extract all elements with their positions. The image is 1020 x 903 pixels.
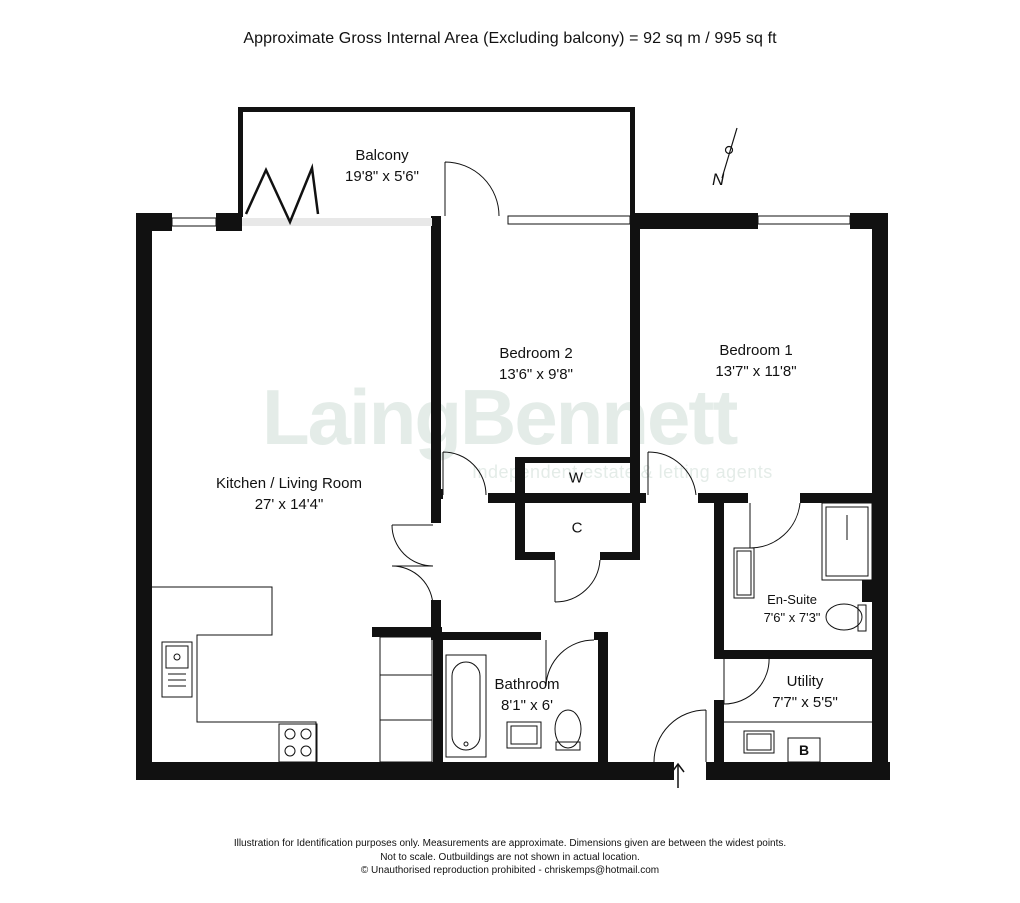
room-bedroom-2: Bedroom 2 13'6" x 9'8" — [499, 343, 573, 385]
room-kitchen-living-dims: 27' x 14'4" — [254, 496, 324, 513]
north-arrow — [721, 127, 738, 179]
footer-line-2: Not to scale. Outbuildings are not shown… — [380, 851, 640, 863]
room-bedroom-1-name: Bedroom 1 — [719, 342, 793, 359]
north-label: N — [712, 170, 725, 189]
room-bathroom: Bathroom 8'1" x 6' — [494, 674, 559, 716]
room-ensuite-name: En-Suite — [767, 592, 817, 607]
room-bathroom-dims: 8'1" x 6' — [501, 697, 553, 714]
ensuite-fixtures — [733, 502, 873, 632]
boiler-label: B — [798, 742, 810, 758]
door-swings — [391, 161, 801, 763]
room-utility: Utility 7'7" x 5'5" — [772, 671, 838, 713]
room-ensuite: En-Suite 7'6" x 7'3" — [764, 591, 821, 627]
kitchen-units — [152, 586, 433, 763]
room-utility-name: Utility — [786, 673, 824, 690]
footer-line-3: © Unauthorised reproduction prohibited -… — [360, 865, 660, 876]
room-kitchen-living: Kitchen / Living Room 27' x 14'4" — [216, 473, 362, 515]
room-balcony: Balcony 19'8" x 5'6" — [345, 145, 419, 187]
room-kitchen-living-name: Kitchen / Living Room — [216, 475, 362, 492]
footer-line-1: Illustration for Identification purposes… — [233, 838, 787, 849]
walls — [136, 107, 890, 780]
cupboard-label: C — [571, 519, 583, 537]
wardrobe-label: W — [568, 469, 584, 487]
room-bedroom-1: Bedroom 1 13'7" x 11'8" — [715, 340, 796, 382]
watermark-logo: LaingBennett — [262, 373, 738, 461]
room-bedroom-1-dims: 13'7" x 11'8" — [715, 363, 797, 380]
watermark-tagline: Independent estate & letting agents — [472, 462, 773, 482]
entrance-arrow — [671, 762, 685, 788]
room-balcony-dims: 19'8" x 5'6" — [345, 168, 419, 185]
utility-fixtures — [724, 721, 872, 763]
bifold-door — [244, 163, 320, 226]
room-bathroom-name: Bathroom — [494, 676, 560, 693]
windows — [171, 215, 851, 227]
disclaimer-footer: Illustration for Identification purposes… — [0, 837, 1020, 878]
room-ensuite-dims: 7'6" x 7'3" — [763, 610, 821, 625]
room-bedroom-2-name: Bedroom 2 — [499, 345, 573, 362]
room-balcony-name: Balcony — [355, 147, 409, 164]
gross-area-heading: Approximate Gross Internal Area (Excludi… — [243, 30, 777, 47]
room-utility-dims: 7'7" x 5'5" — [772, 694, 838, 711]
room-bedroom-2-dims: 13'6" x 9'8" — [499, 366, 573, 383]
bathroom-fixtures — [445, 654, 582, 758]
